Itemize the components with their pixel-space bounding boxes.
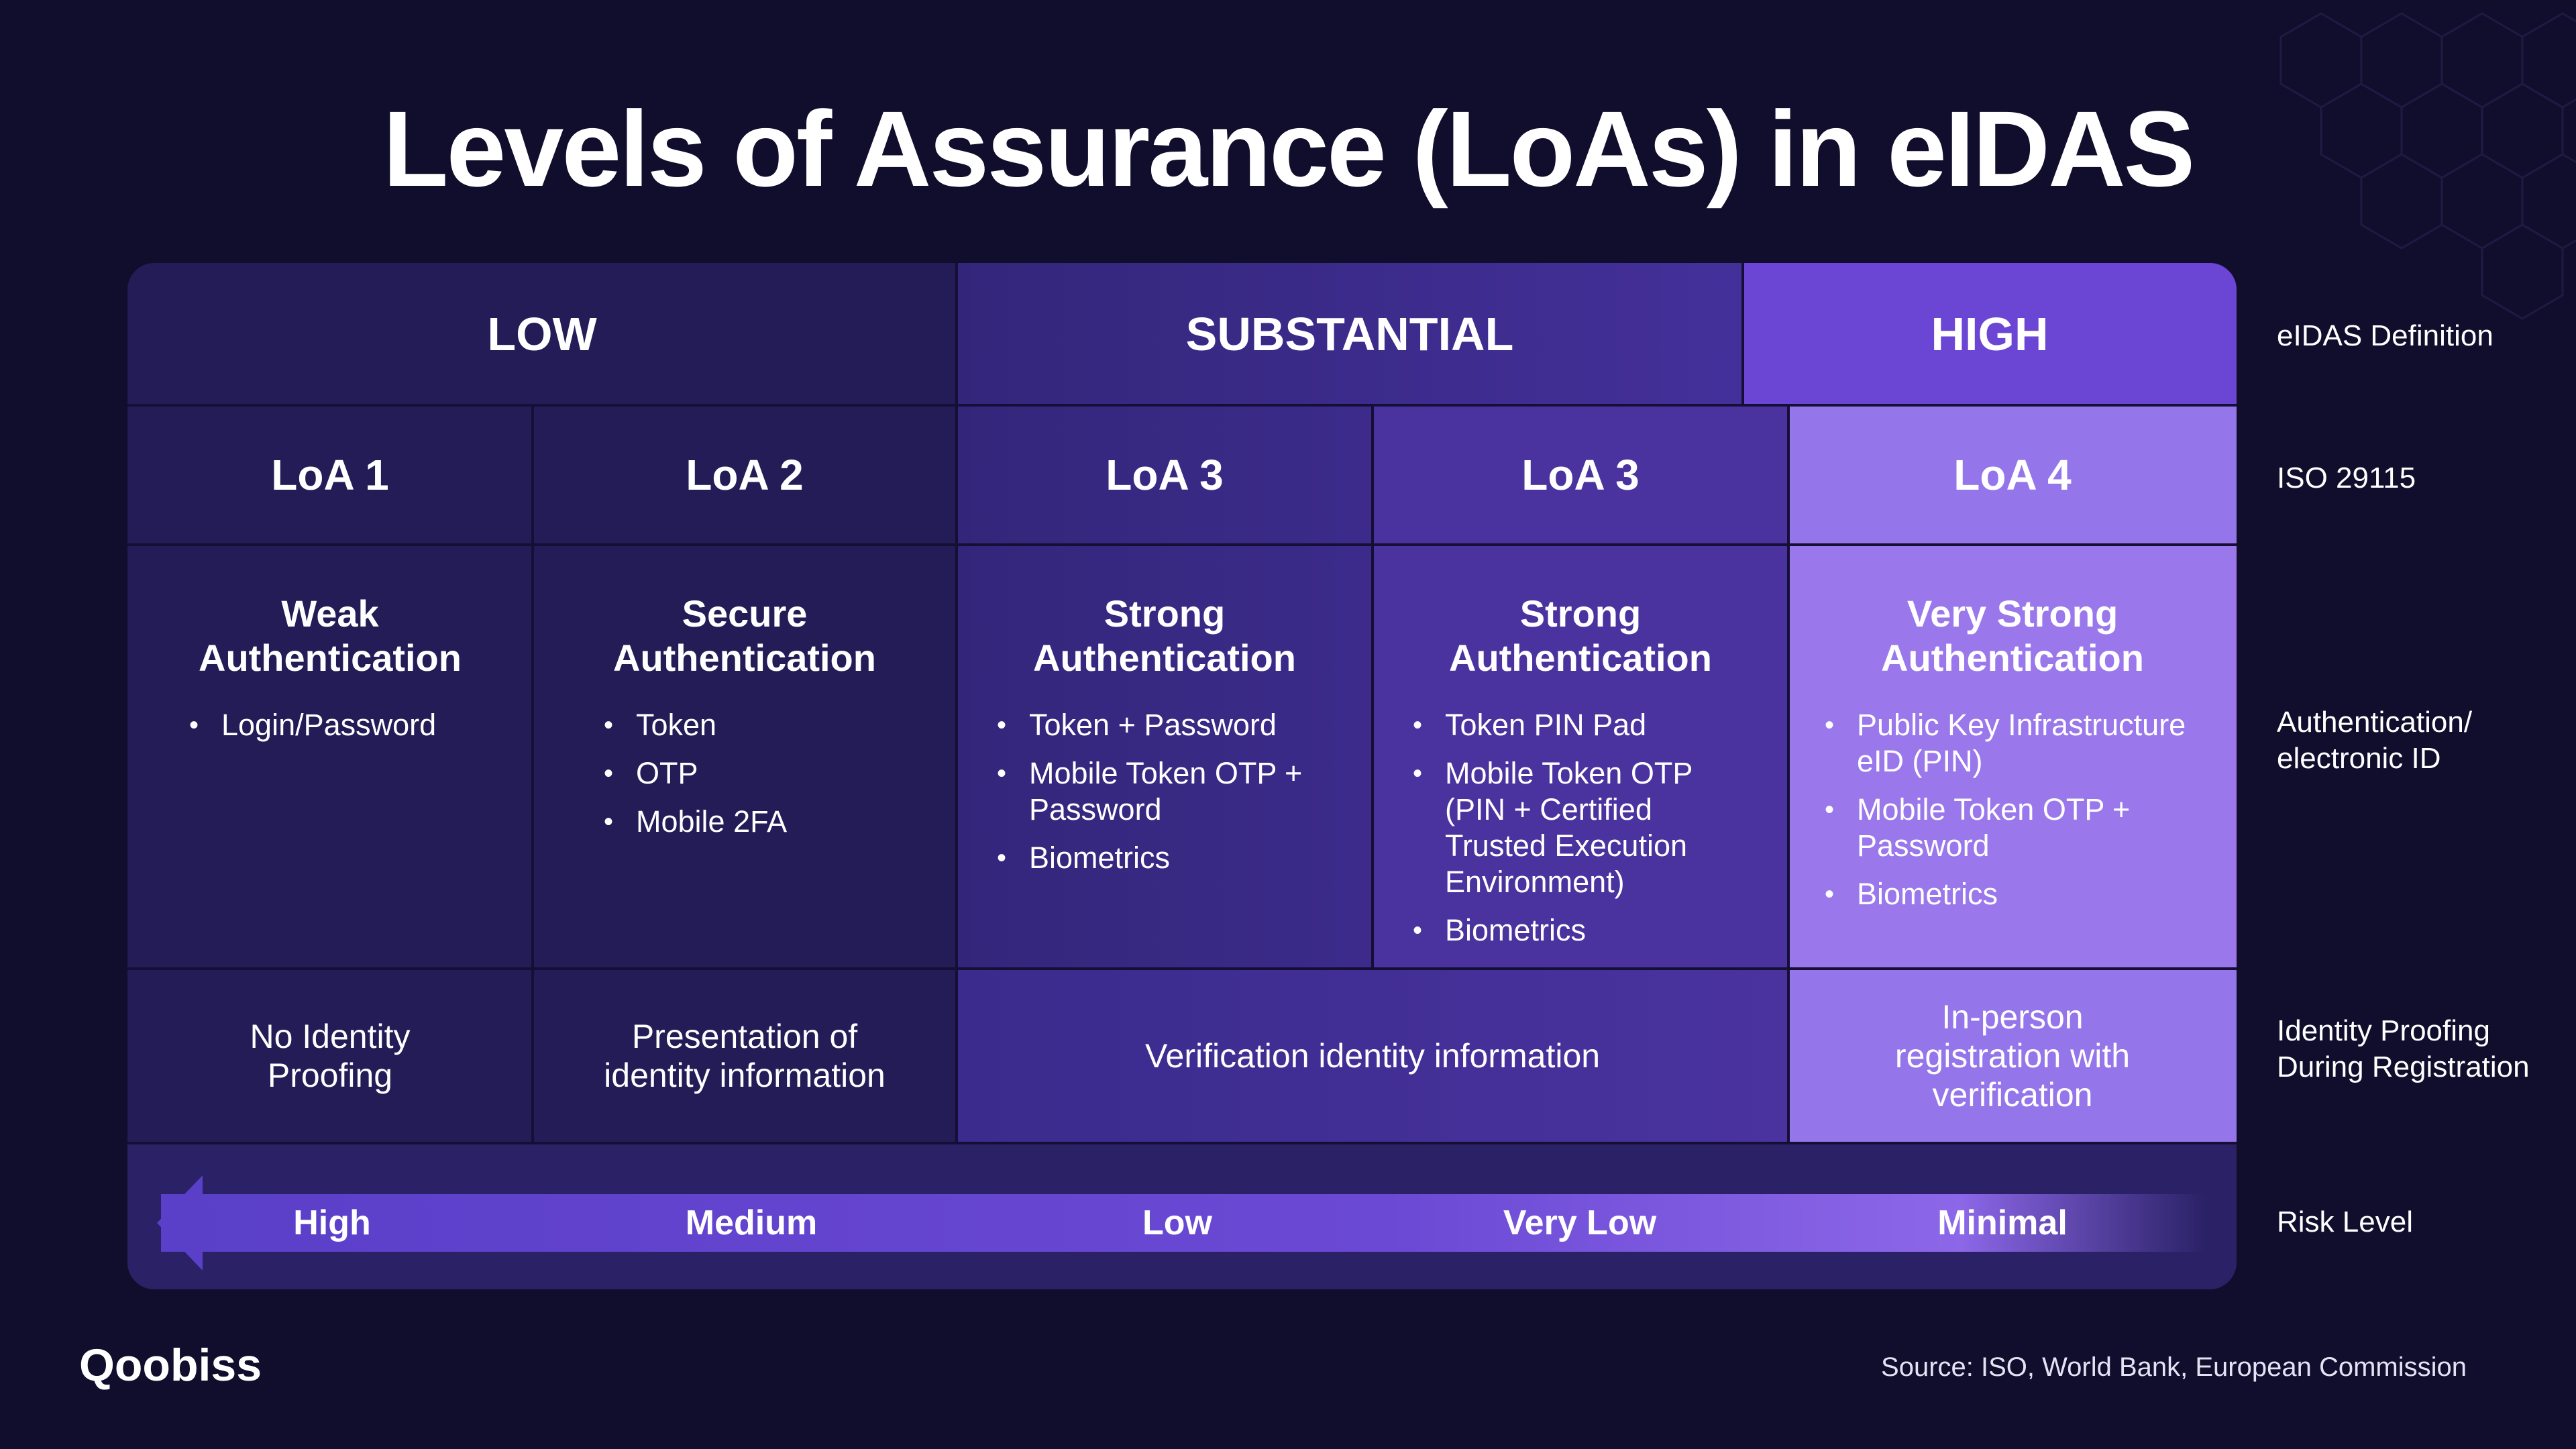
risk-very-low: Very Low — [1503, 1203, 1657, 1242]
auth-loa3a: Strong Authentication Token + Password M… — [957, 545, 1373, 969]
divider — [1371, 405, 1374, 969]
auth-list: Token + Password Mobile Token OTP + Pass… — [997, 707, 1332, 888]
risk-arrow-bar — [161, 1194, 2207, 1252]
list-item: Mobile Token OTP + Password — [997, 755, 1332, 828]
auth-title: Weak Authentication — [199, 592, 462, 679]
auth-title: Very Strong Authentication — [1881, 592, 2144, 679]
auth-list: Token PIN Pad Mobile Token OTP (PIN + Ce… — [1413, 707, 1748, 961]
list-item: OTP — [604, 755, 885, 792]
level-high: HIGH — [1743, 263, 2237, 405]
side-label-risk: Risk Level — [2277, 1205, 2413, 1238]
auth-list: Public Key Infrastructure eID (PIN) Mobi… — [1825, 707, 2200, 924]
list-item: Mobile 2FA — [604, 804, 885, 840]
level-substantial: SUBSTANTIAL — [1185, 308, 1514, 360]
risk-medium: Medium — [685, 1203, 818, 1242]
proofing-loa4: In-person registration with verification — [1788, 969, 2237, 1143]
proofing-loa2: Presentation of identity information — [604, 1018, 885, 1094]
side-label-auth: Authentication/ electronic ID — [2277, 706, 2473, 775]
divider — [1741, 263, 1744, 405]
auth-loa4: Very Strong Authentication Public Key In… — [1788, 545, 2237, 969]
auth-loa1: Weak Authentication Login/Password — [127, 545, 533, 969]
list-item: Login/Password — [189, 707, 471, 743]
auth-loa3b: Strong Authentication Token PIN Pad Mobi… — [1373, 545, 1788, 969]
loa-3a: LoA 3 — [1106, 451, 1224, 499]
col-bg-low — [127, 263, 957, 1143]
list-item: Token + Password — [997, 707, 1332, 743]
brand-logo: Qoobiss — [79, 1340, 262, 1391]
list-item: Public Key Infrastructure eID (PIN) — [1825, 707, 2200, 780]
arrow-left-icon — [157, 1175, 203, 1271]
auth-loa2: Secure Authentication Token OTP Mobile 2… — [533, 545, 957, 969]
list-item: Biometrics — [1825, 876, 2200, 912]
level-low: LOW — [487, 308, 597, 360]
auth-title: Secure Authentication — [613, 592, 876, 679]
auth-list: Token OTP Mobile 2FA — [604, 707, 885, 852]
list-item: Token — [604, 707, 885, 743]
page-title: Levels of Assurance (LoAs) in eIDAS — [382, 89, 2196, 209]
list-item: Token PIN Pad — [1413, 707, 1748, 743]
auth-list: Login/Password — [189, 707, 471, 755]
divider — [955, 263, 958, 1143]
risk-low: Low — [1142, 1203, 1212, 1242]
auth-title: Strong Authentication — [1033, 592, 1296, 679]
list-item: Biometrics — [997, 840, 1332, 876]
divider — [531, 405, 534, 1143]
divider — [127, 543, 2237, 546]
side-label-iso: ISO 29115 — [2277, 462, 2416, 494]
list-item: Mobile Token OTP + Password — [1825, 792, 2200, 864]
risk-minimal: Minimal — [1937, 1203, 2068, 1242]
divider — [1787, 405, 1790, 1143]
auth-title: Strong Authentication — [1449, 592, 1712, 679]
divider — [127, 967, 2237, 970]
loa-3b: LoA 3 — [1373, 405, 1788, 545]
list-item: Mobile Token OTP (PIN + Certified Truste… — [1413, 755, 1748, 900]
divider — [127, 1142, 2237, 1144]
loa-4: LoA 4 — [1788, 405, 2237, 545]
list-item: Biometrics — [1413, 912, 1748, 949]
proofing-loa3: Verification identity information — [957, 969, 1788, 1143]
side-label-definition: eIDAS Definition — [2277, 319, 2493, 352]
divider — [127, 404, 2237, 407]
risk-high: High — [293, 1203, 371, 1242]
loa-table: LOW SUBSTANTIAL HIGH LoA 1 LoA 2 LoA 3 L… — [127, 263, 2237, 1289]
side-label-proofing: Identity Proofing During Registration — [2277, 1014, 2530, 1083]
loa-1: LoA 1 — [271, 451, 389, 499]
loa-2: LoA 2 — [686, 451, 804, 499]
source-note: Source: ISO, World Bank, European Commis… — [1881, 1352, 2467, 1382]
hexagon-pattern — [2279, 12, 2576, 320]
proofing-loa1: No Identity Proofing — [250, 1018, 411, 1094]
